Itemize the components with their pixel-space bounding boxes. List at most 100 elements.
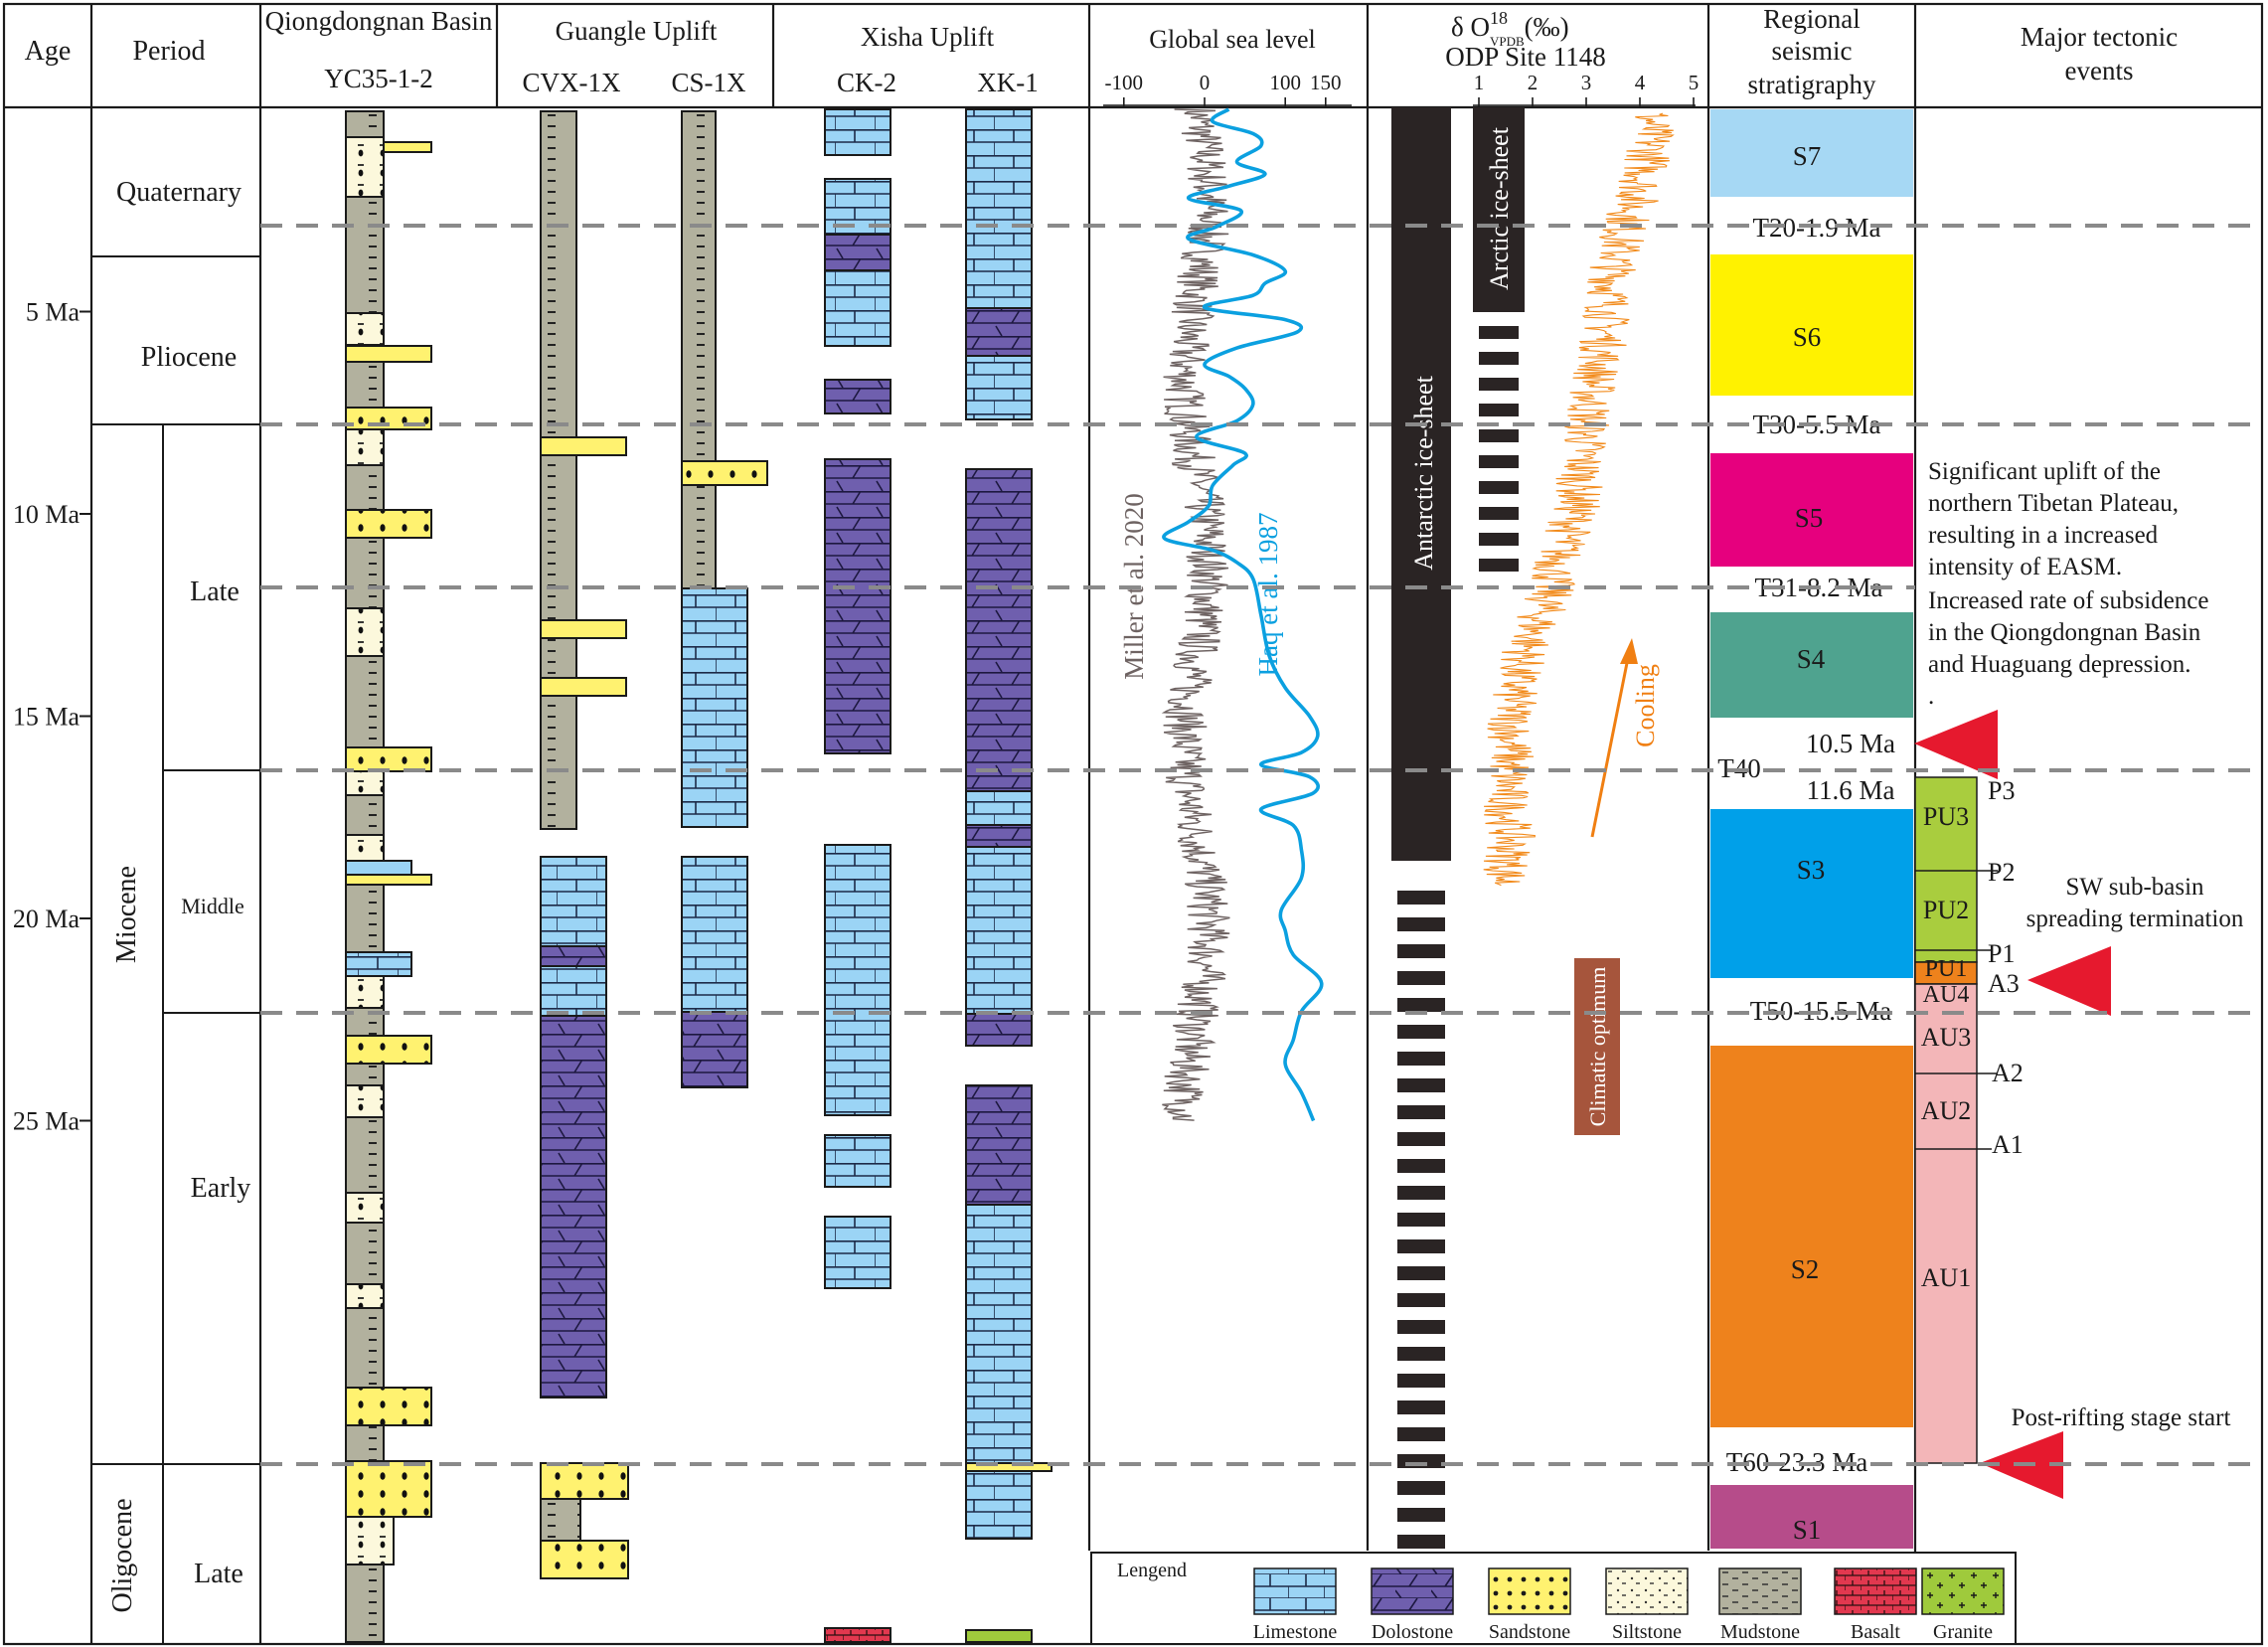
antarctic-dash [1397, 1400, 1445, 1414]
ck2-limestone [824, 1216, 891, 1289]
yc35-layer [345, 509, 432, 539]
header-xisha: Xisha Uplift [861, 22, 995, 52]
seismic-unit-s6 [1710, 254, 1913, 396]
event-1-line-2: northern Tibetan Plateau, [1928, 490, 2179, 517]
antarctic-dash [1397, 1508, 1445, 1522]
legend-label: Dolostone [1372, 1621, 1453, 1643]
yc35-layer [345, 1035, 432, 1065]
cvx1x-layer [540, 436, 627, 456]
marker-p1: P1 [1988, 939, 2015, 968]
xk1-limestone [965, 108, 1033, 309]
xk1-limestone [965, 846, 1033, 1015]
antarctic-dash [1397, 1213, 1445, 1227]
legend-item: Dolostone [1371, 1567, 1454, 1643]
legend-swatch [1371, 1567, 1454, 1615]
o18-curve [1483, 112, 1675, 887]
event-1-line-3: resulting in a increased [1928, 522, 2159, 549]
o18-tick-label: 4 [1635, 71, 1646, 94]
xk1-limestone [965, 1204, 1033, 1464]
seismic-stratigraphy: S7 S6 S5 S4 S3 S2 S1 T20-1.9 Ma T30-5.5 … [1710, 109, 1913, 1549]
arctic-dash [1479, 481, 1519, 494]
arctic-dash [1479, 404, 1519, 416]
horizon-10-5: 10.5 Ma [1806, 729, 1895, 758]
period-column: Quaternary Pliocene Miocene Oligocene La… [91, 177, 260, 1644]
seismic-unit-s5 [1710, 453, 1913, 567]
o18-tick-label: 3 [1581, 71, 1592, 94]
period-late-oligocene: Late [194, 1559, 243, 1589]
arrow-10-5-ma [1914, 710, 1998, 779]
antarctic-dash [1397, 1293, 1445, 1307]
cvx1x-sandstone [540, 1462, 629, 1500]
cvx1x-layer [540, 677, 627, 697]
arctic-dash [1479, 429, 1519, 442]
yc35-layer [345, 345, 432, 363]
antarctic-dash [1397, 1159, 1445, 1173]
legend-item: Basalt [1834, 1567, 1917, 1643]
antarctic-dash [1397, 1186, 1445, 1200]
legend-swatch [1488, 1567, 1571, 1615]
au4-label: AU4 [1923, 982, 1970, 1008]
xk1-dolostone [965, 824, 1033, 848]
yc35-layer [345, 770, 385, 796]
header-tectonic-1: Major tectonic [2021, 22, 2178, 52]
column-headers: Age Period Qiongdongnan Basin YC35-1-2 G… [25, 4, 2178, 99]
period-oligocene: Oligocene [107, 1498, 138, 1612]
marker-a3: A3 [1988, 969, 2020, 998]
arctic-dash [1479, 533, 1519, 546]
pu1-label: PU1 [1925, 956, 1968, 982]
yc35-layer [345, 1084, 385, 1118]
ck2-limestone [824, 844, 891, 1116]
pu2-label: PU2 [1923, 896, 1969, 924]
ck2-limestone [824, 269, 891, 347]
event-1-line-4: intensity of EASM. [1928, 554, 2122, 580]
event-2-line-1: Increased rate of subsidence [1928, 587, 2209, 614]
sea-level-tick-label: 150 [1310, 71, 1342, 94]
o18-tick-label: 1 [1474, 71, 1485, 94]
haq-label: Haq et al. 1987 [1253, 513, 1283, 677]
pu3-label: PU3 [1923, 802, 1969, 831]
marker-p2: P2 [1988, 858, 2015, 887]
seismic-unit-s4 [1710, 612, 1913, 718]
legend-item: Sandstone [1488, 1567, 1571, 1643]
ck2-limestone [824, 108, 891, 156]
event-3-line-2: spreading termination [2026, 906, 2244, 932]
legend-item: Limestone [1253, 1567, 1337, 1643]
au1-label: AU1 [1921, 1263, 1972, 1292]
o18-tick-label: 5 [1689, 71, 1700, 94]
well-columns [345, 108, 1053, 1643]
arctic-dash [1479, 455, 1519, 468]
cvx1x-dolostone [540, 1015, 607, 1399]
header-ck2: CK-2 [837, 68, 896, 97]
xk1-limestone [965, 1470, 1033, 1540]
xk1-dolostone [965, 307, 1033, 357]
header-seismic-1: Regional [1763, 4, 1860, 34]
yc35-layer [345, 834, 385, 862]
antarctic-dash [1397, 1320, 1445, 1334]
cvx1x-dolostone [540, 945, 607, 967]
event-1-line-1: Significant uplift of the [1928, 458, 2161, 485]
antarctic-dash [1397, 971, 1445, 985]
cvx1x-sandstone [540, 1540, 629, 1579]
horizon-11-6: 11.6 Ma [1807, 775, 1895, 805]
age-tick-label: 25 Ma [13, 1107, 81, 1136]
antarctic-dash [1397, 1535, 1445, 1549]
s3-label: S3 [1797, 855, 1826, 885]
legend-label: Mudstone [1720, 1621, 1800, 1643]
event-2-line-3: and Huaguang depression. [1928, 651, 2191, 678]
sea-level-tick-label: -100 [1105, 71, 1144, 94]
xk1-dolostone [965, 1084, 1033, 1206]
event-2-line-2: in the Qiongdongnan Basin [1928, 619, 2201, 646]
seismic-unit-s7 [1710, 109, 1913, 197]
antarctic-dash [1397, 1266, 1445, 1280]
antarctic-dash [1397, 1347, 1445, 1361]
antarctic-ice-sheet-bar [1391, 107, 1451, 861]
legend-swatch [1718, 1567, 1802, 1615]
yc35-layer [345, 746, 432, 772]
s1-label: S1 [1793, 1515, 1822, 1545]
header-seismic-3: stratigraphy [1748, 70, 1876, 99]
sea-level-tick-label: 100 [1269, 71, 1301, 94]
haq-curve [1162, 107, 1324, 1122]
xk1-limestone [965, 790, 1033, 826]
